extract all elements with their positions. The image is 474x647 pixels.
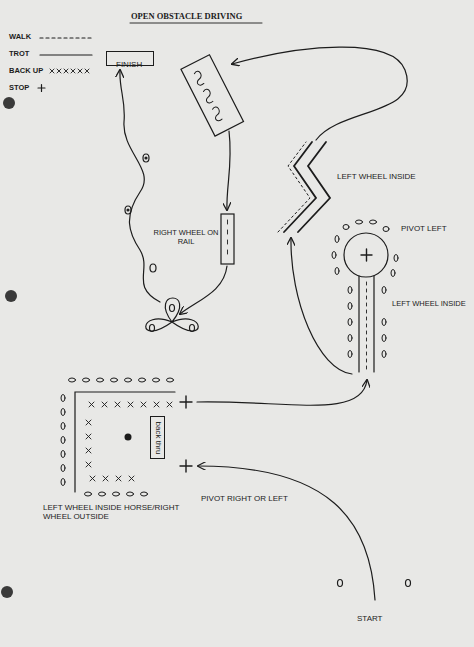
obstacle-note: RIGHT WHEEL ON RAIL <box>152 229 220 246</box>
rail-obstacle <box>221 214 234 264</box>
zigzag-obstacle <box>278 142 330 232</box>
obstacle-note: LEFT WHEEL INSIDE <box>391 300 467 309</box>
legend-label: TROT <box>8 50 30 59</box>
obstacle-note: PIVOT RIGHT OR LEFT <box>200 494 289 503</box>
route-line <box>197 380 367 405</box>
route-line <box>198 466 375 600</box>
node-label: back thru <box>153 421 163 454</box>
obstacle-note: LEFT WHEEL INSIDE HORSE/RIGHT WHEEL OUTS… <box>42 503 194 521</box>
back-through-obstacle <box>61 378 192 496</box>
backup-sample <box>50 69 89 73</box>
obstacle-note: LEFT WHEEL INSIDE <box>336 172 417 181</box>
sheet-title: OPEN OBSTACLE DRIVING <box>130 12 243 22</box>
finish-box: FINISH <box>106 51 154 66</box>
box-obstacle <box>181 55 244 136</box>
route-line <box>180 266 227 314</box>
hole-punch <box>1 97 17 598</box>
node-label: FINISH <box>116 60 142 70</box>
back-thru-box: back thru <box>150 416 165 459</box>
walk-sample <box>40 37 92 38</box>
title-underline <box>130 23 262 24</box>
obstacle-note: PIVOT LEFT <box>400 224 448 233</box>
route-line <box>232 47 407 140</box>
legend-label: STOP <box>8 84 30 93</box>
route-line <box>120 70 160 302</box>
route-line <box>227 131 230 210</box>
serpentine-cones <box>125 154 156 272</box>
start-label: START <box>356 614 383 623</box>
keyhole-obstacle <box>332 220 398 372</box>
route-line <box>291 238 352 374</box>
legend-label: BACK UP <box>8 67 44 76</box>
cloverleaf-obstacle <box>146 298 199 332</box>
legend-label: WALK <box>8 33 32 42</box>
trot-sample <box>40 54 92 55</box>
stop-sample <box>38 85 45 92</box>
